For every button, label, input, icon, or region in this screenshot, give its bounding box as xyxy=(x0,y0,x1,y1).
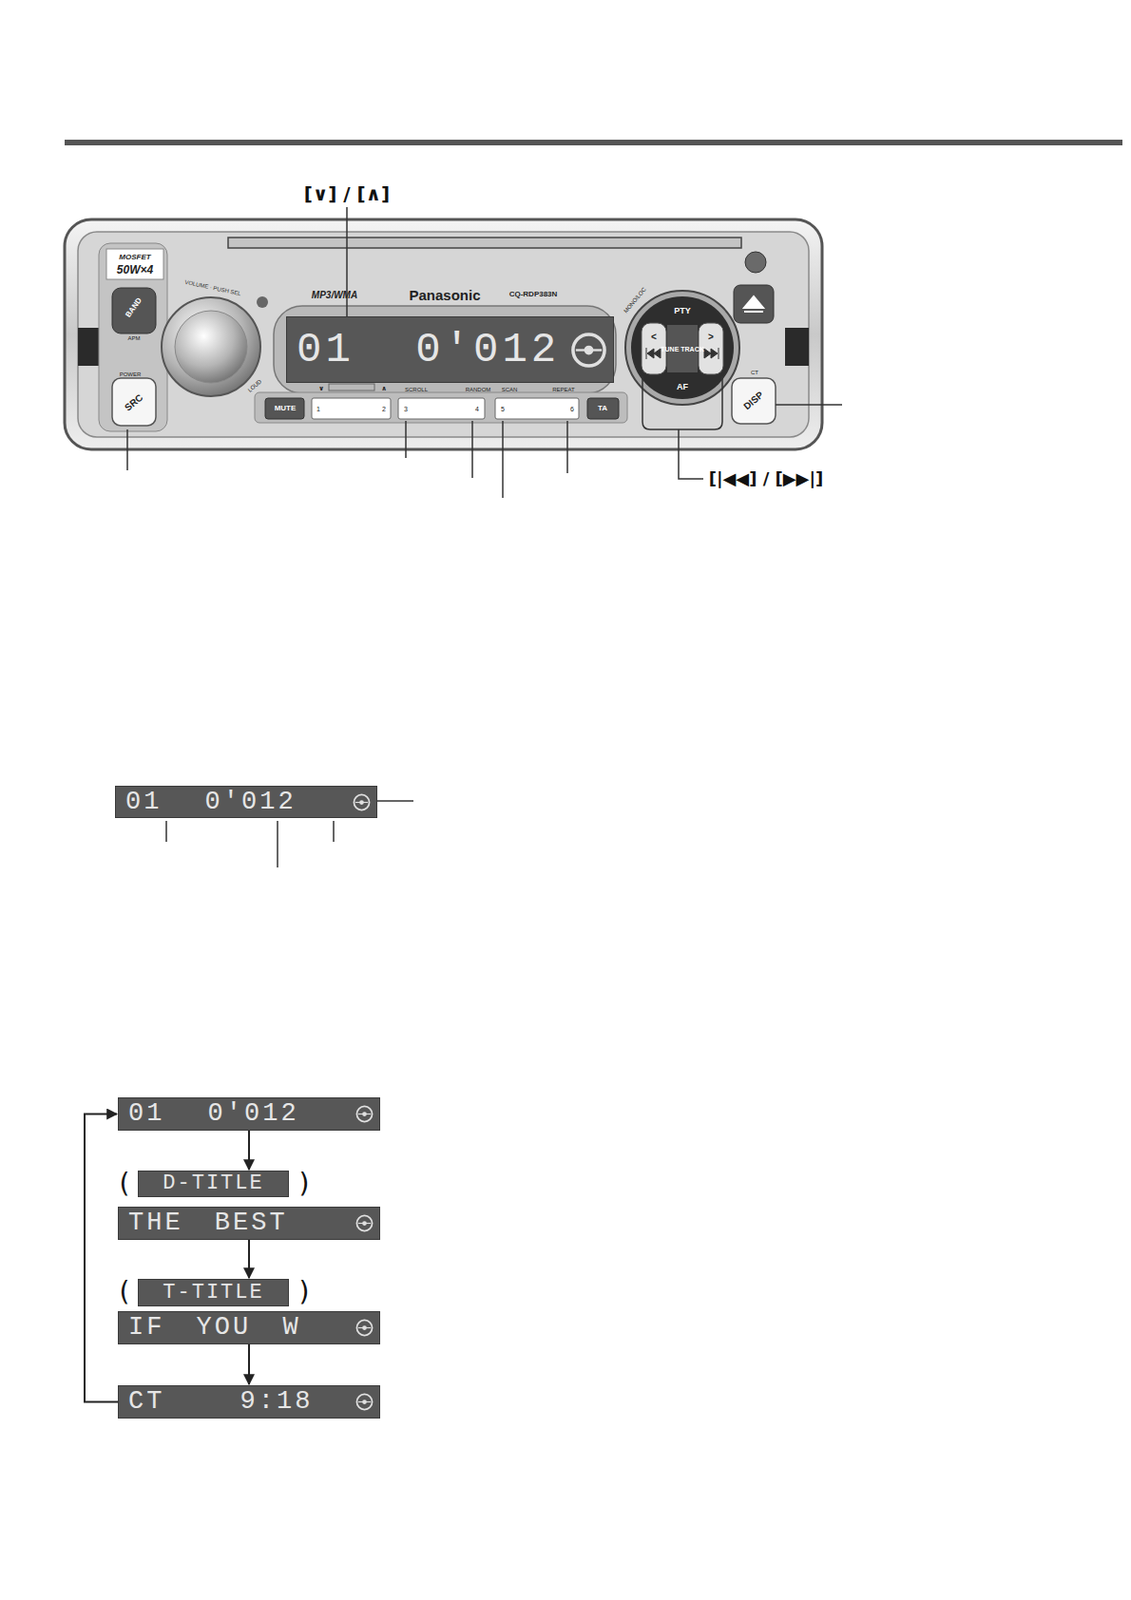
display-text: THE BEST xyxy=(128,1210,288,1237)
arrow-mark: ∧ xyxy=(381,384,387,392)
button-callout: [|◀◀] / [▶▶|] xyxy=(709,470,825,488)
display-text: T-TITLE xyxy=(162,1283,264,1304)
disc-icon xyxy=(355,1105,374,1124)
arrow-mark: > xyxy=(708,332,714,343)
logo-text: MP3/WMA xyxy=(311,290,358,301)
button-label: PTY xyxy=(673,306,691,316)
bracket: ( xyxy=(119,1279,131,1306)
display-text: IF YOU W xyxy=(128,1315,302,1342)
header-rule xyxy=(64,139,1123,146)
bracket: ) xyxy=(299,1170,310,1198)
button-label: AF xyxy=(676,383,689,392)
button-callout: [∨] / [∧] xyxy=(304,184,390,204)
badge-text: 50W×4 xyxy=(116,264,154,276)
badge-text: MOSFET xyxy=(118,253,151,262)
button-label: MUTE xyxy=(274,404,297,413)
button-label: POWER xyxy=(119,371,142,378)
disc-icon xyxy=(355,1214,374,1233)
bracket: ) xyxy=(299,1279,310,1306)
display-mode-tag: D-TITLE xyxy=(137,1170,289,1198)
preset-number: 2 xyxy=(382,405,386,413)
flow-arrow xyxy=(84,1114,118,1403)
display-screen: THE BEST xyxy=(117,1207,381,1241)
button-label: TA xyxy=(597,404,608,413)
arrow-mark: ∨ xyxy=(318,384,325,392)
button-label: TUNE TRACK xyxy=(660,345,705,353)
bracket: ( xyxy=(119,1170,131,1198)
display-text: 01 0'012 xyxy=(128,1101,300,1128)
preset-number: 1 xyxy=(316,405,321,413)
leader-lines xyxy=(127,207,843,868)
display-text: 01 0'012 xyxy=(125,789,297,816)
display-screen: IF YOU W xyxy=(117,1311,381,1345)
function-label: SCROLL xyxy=(404,386,428,393)
stereo-display: 01 0'012 xyxy=(286,316,614,384)
preset-number: 3 xyxy=(403,405,408,413)
display-text: D-TITLE xyxy=(162,1173,264,1195)
function-label: RANDOM xyxy=(465,386,492,393)
disc-icon xyxy=(352,793,371,812)
flow-arrow xyxy=(248,1344,250,1385)
display-screen: 01 0'012 xyxy=(115,785,378,819)
display-mode-tag: T-TITLE xyxy=(137,1279,289,1307)
preset-number: 6 xyxy=(570,405,575,413)
function-label: SCAN xyxy=(501,386,518,393)
display-text: CT 9:18 xyxy=(128,1389,313,1416)
preset-number: 5 xyxy=(500,405,505,413)
disc-icon xyxy=(570,331,608,369)
preset-number: 4 xyxy=(475,405,480,413)
brand-logo: Panasonic xyxy=(408,287,480,303)
button-label: CT xyxy=(750,369,759,376)
display-text: 01 0'012 xyxy=(296,328,560,371)
car-stereo xyxy=(64,219,823,450)
model-number: CQ-RDP383N xyxy=(509,290,558,299)
display-screen: CT 9:18 xyxy=(117,1385,381,1419)
button-label: APM xyxy=(127,335,140,342)
function-label: REPEAT xyxy=(552,386,576,393)
disc-icon xyxy=(355,1393,374,1412)
display-screen: 01 0'012 xyxy=(117,1097,381,1131)
arrow-mark: < xyxy=(651,332,657,343)
disc-icon xyxy=(355,1319,374,1338)
flow-arrow xyxy=(248,1240,250,1279)
flow-arrow xyxy=(248,1131,250,1170)
